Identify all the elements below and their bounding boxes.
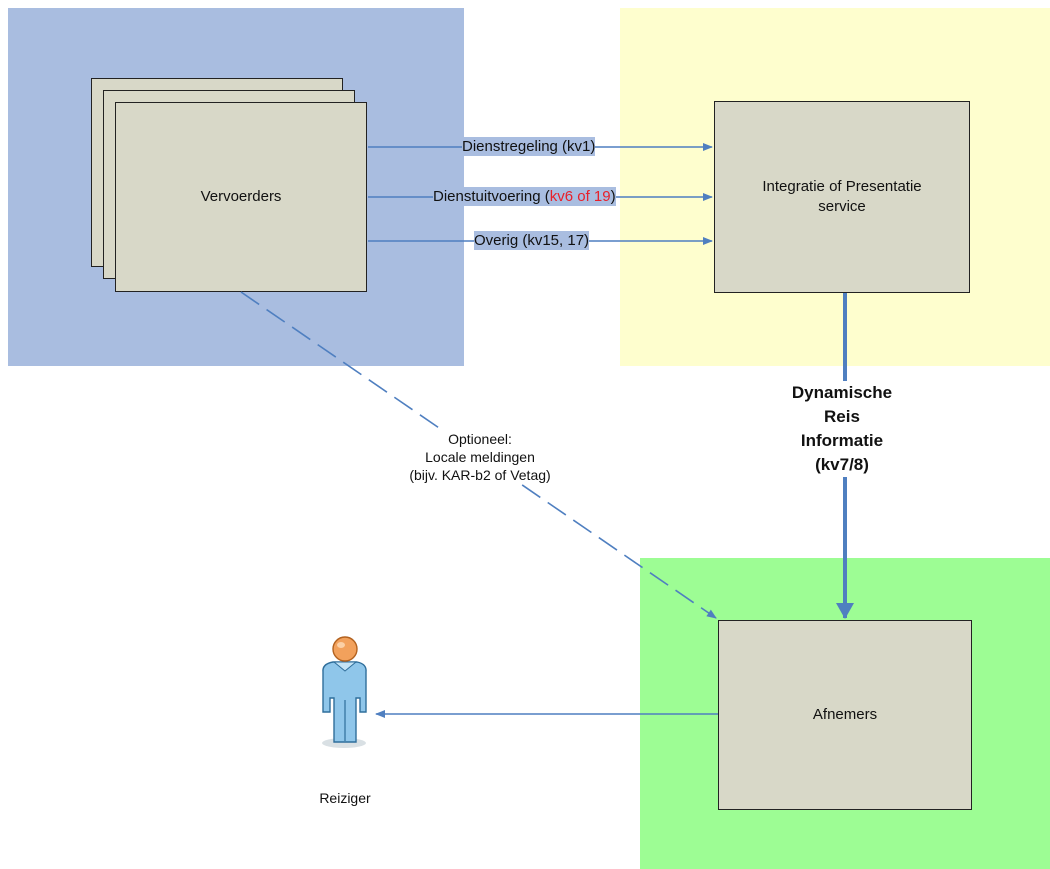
overig-label: Overig (kv15, 17) <box>474 231 590 250</box>
optional-line1: Optioneel: <box>448 431 512 447</box>
optional-line3: (bijv. KAR-b2 of Vetag) <box>409 467 551 483</box>
dris-line3: Informatie <box>800 431 884 450</box>
dris-label: Dynamische Reis Informatie (kv7/8) <box>760 381 924 477</box>
afnemers-label: Afnemers <box>812 706 878 723</box>
dris-line4: (kv7/8) <box>815 455 869 474</box>
optional-label: Optioneel: Locale meldingen (bijv. KAR-b… <box>380 430 580 484</box>
dienstuitvoering-label: Dienstuitvoering (kv6 of 19) <box>433 187 616 206</box>
dienstregeling-label: Dienstregeling (kv1) <box>462 137 596 156</box>
dris-line1: Dynamische <box>791 383 893 402</box>
service-box: Integratie of Presentatie service <box>714 101 970 293</box>
dienstuitvoering-highlight: kv6 of 19 <box>549 188 611 205</box>
dris-line2: Reis <box>824 407 860 426</box>
vervoerders-box: Vervoerders <box>115 102 367 292</box>
service-label-line1: Integratie of Presentatie <box>762 178 922 195</box>
person-icon <box>322 636 367 748</box>
afnemers-box: Afnemers <box>718 620 972 810</box>
service-label-line2: service <box>818 198 866 215</box>
reiziger-label: Reiziger <box>319 790 371 806</box>
vervoerders-label: Vervoerders <box>200 188 282 205</box>
optional-line2: Locale meldingen <box>425 449 535 465</box>
